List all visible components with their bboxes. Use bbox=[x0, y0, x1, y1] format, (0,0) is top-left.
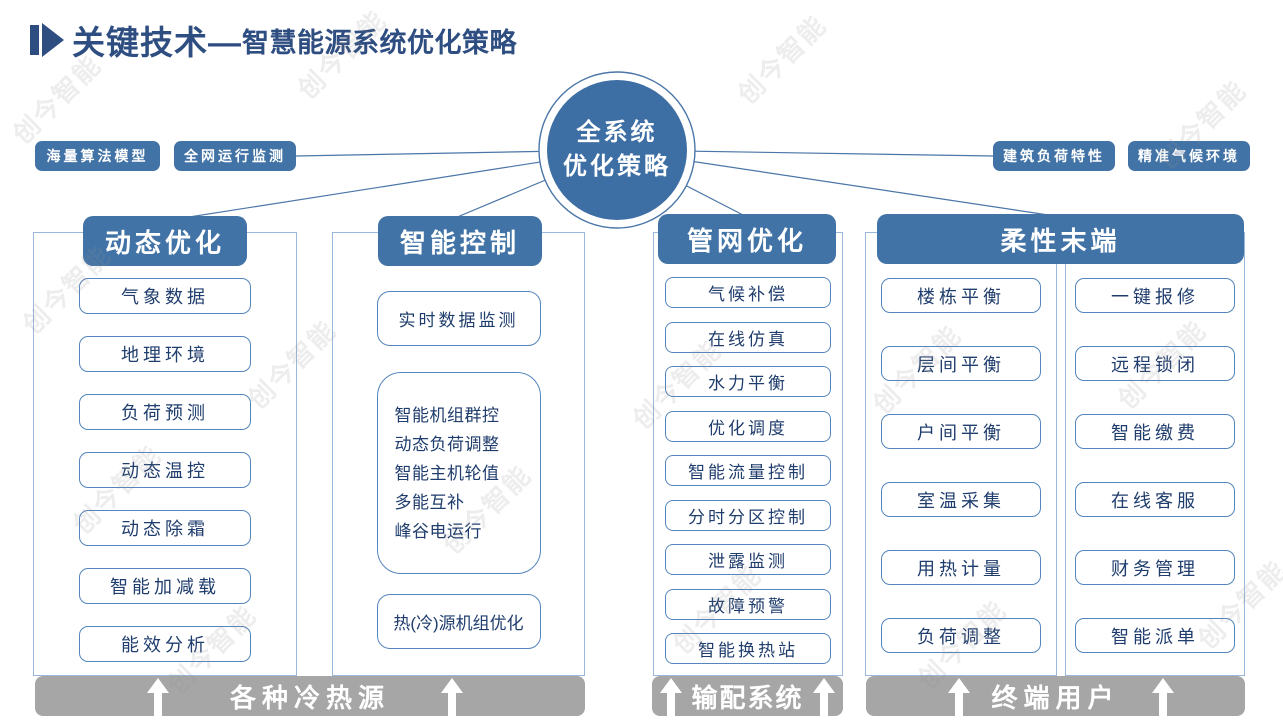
feature-pill: 室温采集 bbox=[881, 482, 1041, 517]
feature-pill: 智能换热站 bbox=[665, 633, 831, 664]
feature-pill: 层间平衡 bbox=[881, 346, 1041, 381]
bottom-bar-label: 各种冷热源 bbox=[229, 682, 390, 713]
badge-network-monitoring: 全网运行监测 bbox=[174, 141, 296, 171]
column-flexible-terminal-right: 一键报修远程锁闭智能缴费在线客服财务管理智能派单 bbox=[1065, 232, 1245, 676]
up-arrow-icon bbox=[147, 678, 169, 724]
column-smart-control: 实时数据监测 智能机组群控动态负荷调整智能主机轮值多能互补峰谷电运行 热(冷)源… bbox=[332, 232, 585, 676]
feature-pill: 楼栋平衡 bbox=[881, 278, 1041, 313]
badge-algorithm-models: 海量算法模型 bbox=[35, 141, 160, 171]
feature-pill: 智能缴费 bbox=[1075, 414, 1235, 449]
feature-pill: 气象数据 bbox=[79, 278, 251, 314]
group-line: 多能互补 bbox=[394, 492, 465, 512]
header-dynamic-optimization: 动态优化 bbox=[83, 216, 247, 266]
feature-pill: 智能加减载 bbox=[79, 568, 251, 604]
feature-pill: 气候补偿 bbox=[665, 277, 831, 308]
play-bar-icon bbox=[30, 23, 64, 57]
header-smart-control: 智能控制 bbox=[378, 216, 542, 266]
feature-pill: 户间平衡 bbox=[881, 414, 1041, 449]
column-flexible-terminal-left: 楼栋平衡层间平衡户间平衡室温采集用热计量负荷调整 bbox=[865, 232, 1057, 676]
bottom-bar-heat-sources: 各种冷热源 bbox=[35, 676, 585, 724]
group-line: 动态负荷调整 bbox=[394, 434, 500, 454]
up-arrow-icon bbox=[813, 678, 835, 724]
page-title-sub: 智慧能源系统优化策略 bbox=[242, 27, 517, 58]
column-pipeline-optimization: 气候补偿在线仿真水力平衡优化调度智能流量控制分时分区控制泄露监测故障预警智能换热… bbox=[653, 232, 843, 676]
feature-pill: 负荷预测 bbox=[79, 394, 251, 430]
header-pipeline-optimization: 管网优化 bbox=[658, 214, 836, 264]
feature-pill: 智能派单 bbox=[1075, 618, 1235, 653]
feature-pill: 水力平衡 bbox=[665, 366, 831, 397]
feature-pill: 地理环境 bbox=[79, 336, 251, 372]
up-arrow-icon bbox=[660, 678, 682, 724]
feature-pill: 动态除霜 bbox=[79, 510, 251, 546]
page-title-main: 关键技术— bbox=[72, 24, 242, 61]
feature-pill: 在线客服 bbox=[1075, 482, 1235, 517]
feature-pill: 泄露监测 bbox=[665, 544, 831, 575]
up-arrow-icon bbox=[441, 678, 463, 724]
bottom-bar-terminal-users: 终端用户 bbox=[866, 676, 1245, 724]
feature-pill: 实时数据监测 bbox=[376, 291, 541, 346]
feature-pill: 远程锁闭 bbox=[1075, 346, 1235, 381]
central-node-label: 全系统 优化策略 bbox=[535, 68, 699, 232]
bottom-bar-label: 终端用户 bbox=[991, 682, 1120, 713]
up-arrow-icon bbox=[948, 678, 970, 724]
feature-pill: 在线仿真 bbox=[665, 321, 831, 353]
group-line: 智能主机轮值 bbox=[394, 463, 500, 483]
feature-pill: 热(冷)源机组优化 bbox=[376, 594, 541, 649]
feature-pill: 财务管理 bbox=[1075, 550, 1235, 585]
feature-pill: 用热计量 bbox=[881, 550, 1041, 585]
feature-pill: 负荷调整 bbox=[881, 618, 1041, 653]
feature-pill: 动态温控 bbox=[79, 452, 251, 488]
column-dynamic-optimization: 气象数据地理环境负荷预测动态温控动态除霜智能加减载能效分析 bbox=[33, 232, 297, 676]
feature-pill: 智能流量控制 bbox=[665, 455, 831, 486]
feature-pill: 故障预警 bbox=[665, 588, 831, 620]
bottom-bar-distribution: 输配系统 bbox=[652, 676, 843, 724]
control-group-box: 智能机组群控动态负荷调整智能主机轮值多能互补峰谷电运行 bbox=[376, 372, 541, 574]
bottom-bar-label: 输配系统 bbox=[691, 682, 804, 713]
feature-pill: 优化调度 bbox=[665, 410, 831, 442]
group-line: 峰谷电运行 bbox=[394, 521, 482, 541]
central-node-line1: 全系统 bbox=[576, 119, 658, 146]
badge-climate-env: 精准气候环境 bbox=[1128, 141, 1250, 171]
group-line: 智能机组群控 bbox=[394, 405, 500, 425]
up-arrow-icon bbox=[1152, 678, 1174, 724]
feature-pill: 能效分析 bbox=[79, 626, 251, 662]
central-node-line2: 优化策略 bbox=[563, 153, 671, 180]
badge-building-load: 建筑负荷特性 bbox=[993, 141, 1115, 171]
feature-pill: 分时分区控制 bbox=[665, 499, 831, 531]
central-strategy-node: 全系统 优化策略 bbox=[535, 68, 699, 232]
header-flexible-terminal: 柔性末端 bbox=[877, 214, 1244, 264]
central-circle-shape bbox=[538, 71, 696, 229]
page-title: 关键技术— 智慧能源系统优化策略 bbox=[30, 16, 517, 64]
feature-pill: 一键报修 bbox=[1075, 278, 1235, 313]
